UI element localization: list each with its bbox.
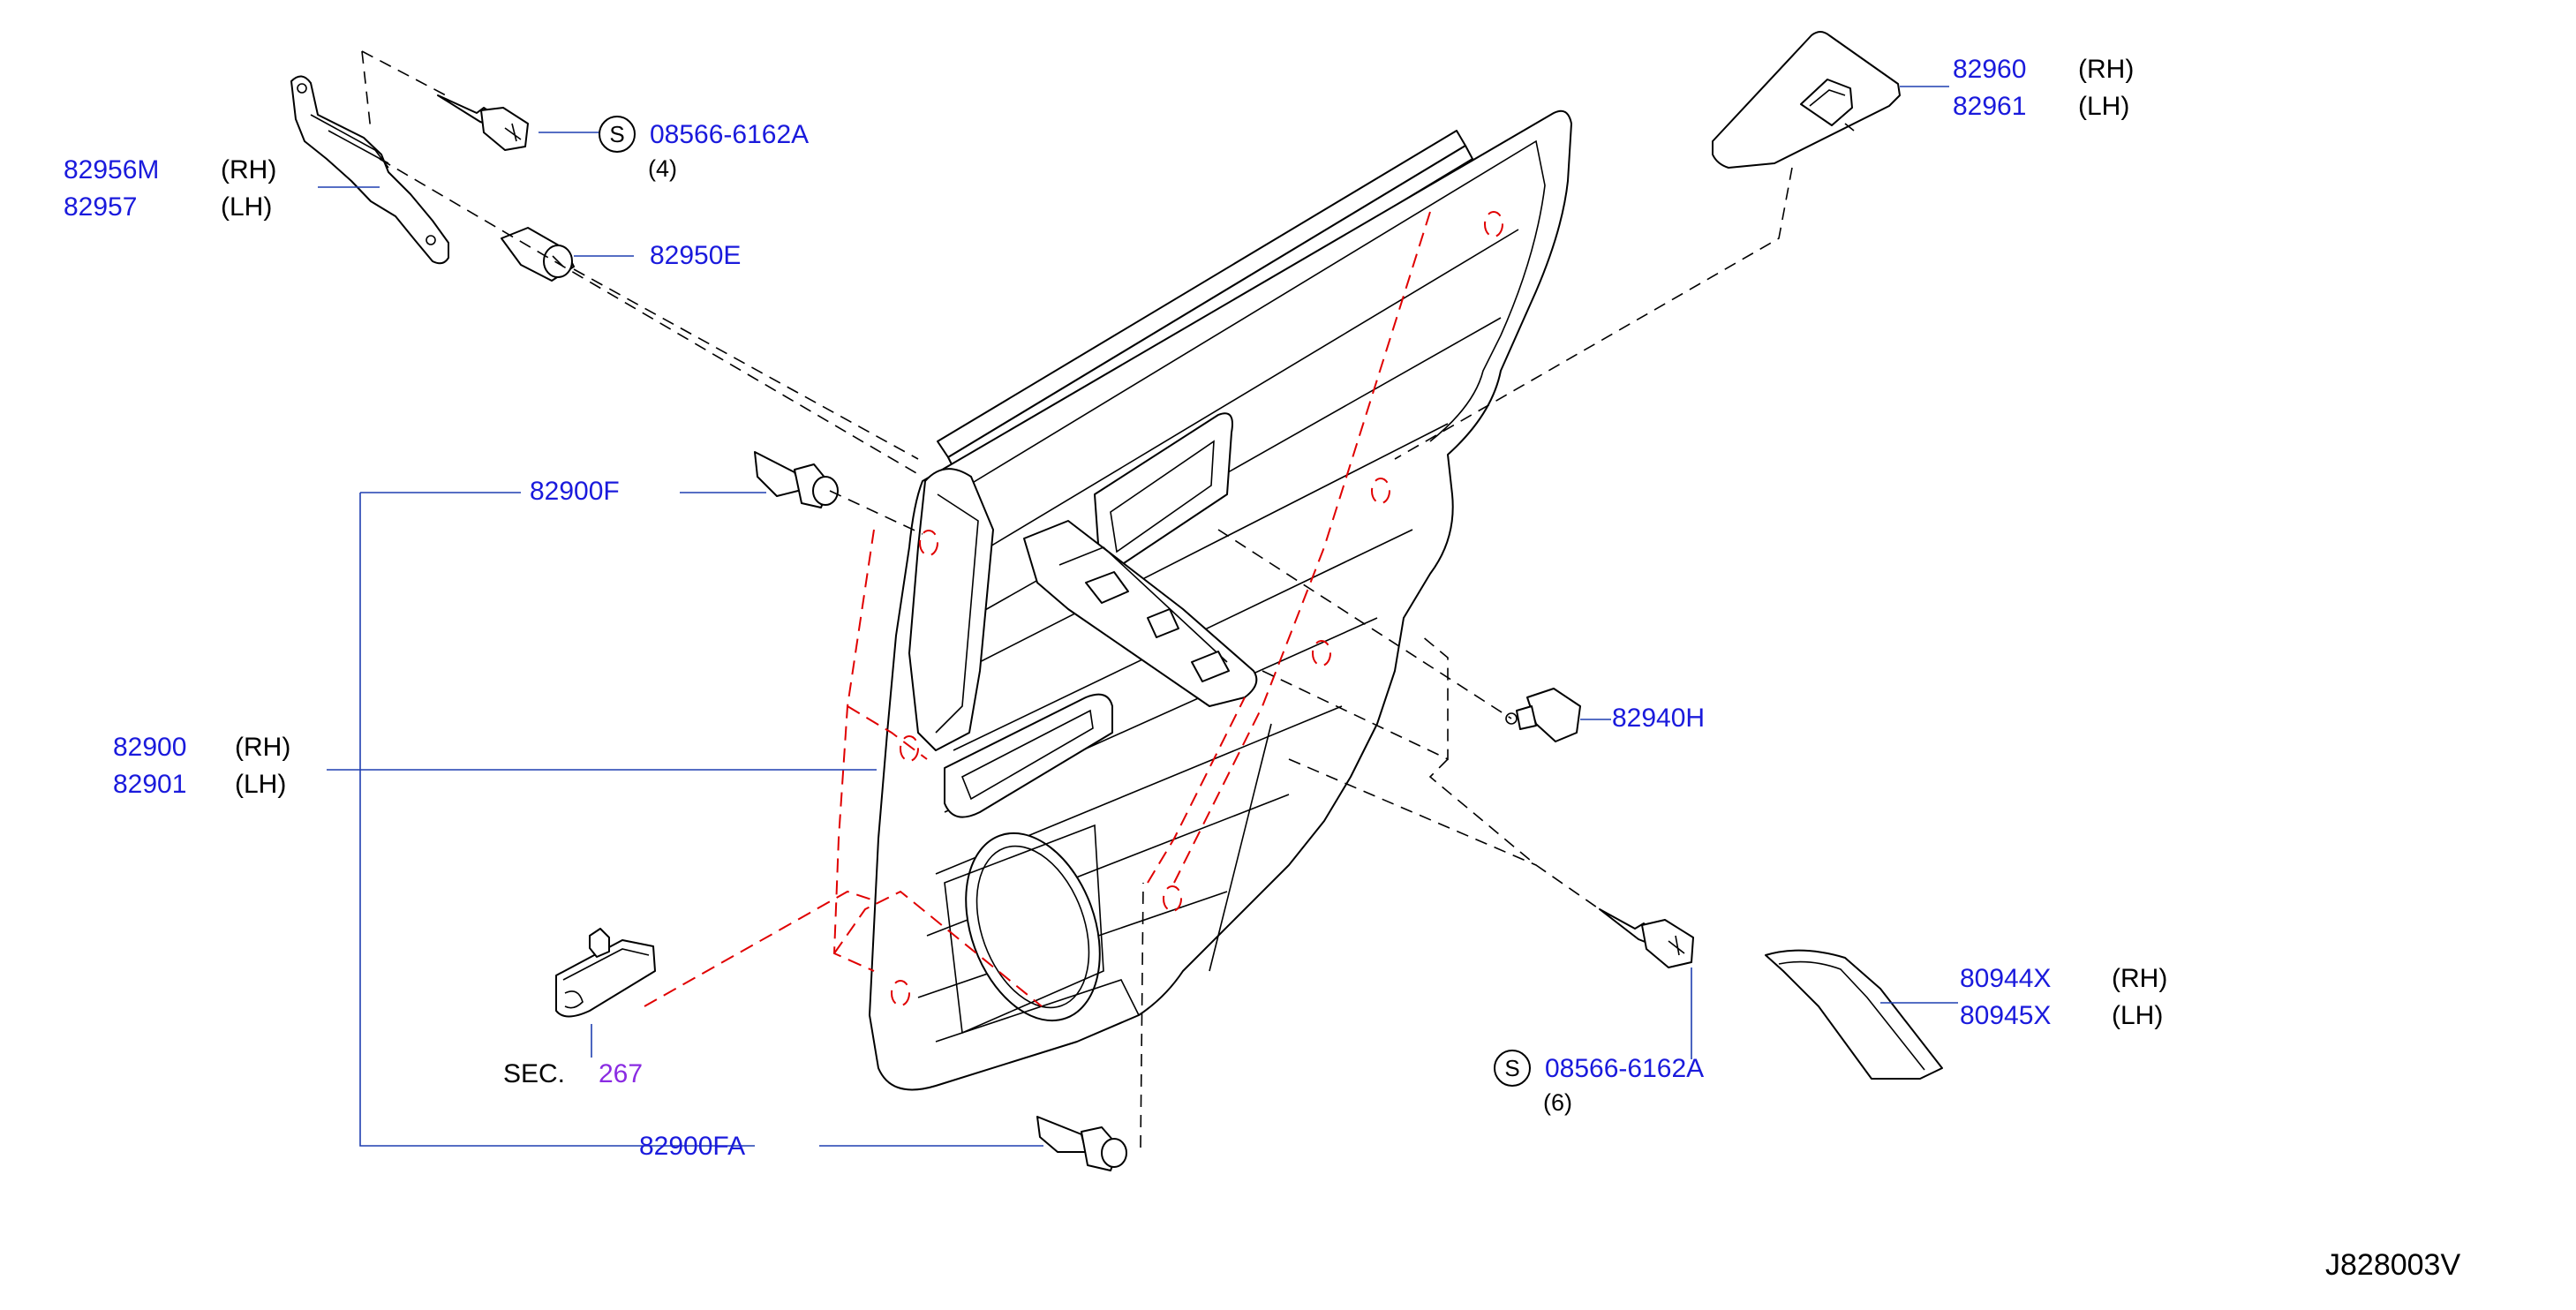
section-label: SEC. — [503, 1059, 566, 1088]
diagram-code: J828003V — [2325, 1248, 2461, 1282]
switch-rh-side: (RH) — [2078, 55, 2135, 84]
door-trim-panel — [644, 109, 1572, 1091]
clip-fa — [1036, 1116, 1127, 1171]
clip-e-part-number: 82950E — [650, 241, 742, 270]
screw-bottom — [1599, 908, 1694, 968]
section-number: 267 — [599, 1059, 644, 1088]
clip-fa-part-number: 82900FA — [639, 1132, 746, 1161]
strip-rh-side: (RH) — [2112, 964, 2168, 993]
clip-f-part-number: 82900F — [530, 477, 620, 506]
screw-top-quantity: (4) — [648, 155, 677, 182]
switch-lh-side: (LH) — [2078, 92, 2130, 121]
strip-lh-side: (LH) — [2112, 1001, 2164, 1030]
trim-lh-side: (LH) — [235, 770, 287, 799]
bracket-lh-side: (LH) — [221, 192, 273, 222]
screw-bottom-quantity: (6) — [1543, 1089, 1572, 1116]
screw-top-part-number: 08566-6162A — [650, 120, 810, 149]
screw-top — [437, 94, 529, 151]
trim-rh-part-number: 82900 — [113, 733, 187, 762]
screw-top-symbol: S — [599, 116, 636, 153]
switch-rh-part-number: 82960 — [1953, 55, 2027, 84]
bracket-part — [290, 75, 449, 265]
clip-f — [754, 451, 839, 508]
finisher-strip — [1765, 949, 1943, 1080]
assembly-lines — [361, 50, 1793, 1148]
leader-lines — [318, 86, 1958, 1147]
bracket-rh-side: (RH) — [221, 155, 277, 184]
switch-lh-part-number: 82961 — [1953, 92, 2027, 121]
window-switch-part — [1712, 31, 1901, 169]
bracket-rh-part-number: 82956M — [64, 155, 160, 184]
trim-lh-part-number: 82901 — [113, 770, 187, 799]
strip-rh-part-number: 80944X — [1960, 964, 2052, 993]
clip-h — [1505, 688, 1581, 742]
screw-bottom-symbol: S — [1494, 1050, 1531, 1087]
strip-lh-part-number: 80945X — [1960, 1001, 2052, 1030]
bracket-lh-part-number: 82957 — [64, 192, 138, 222]
section-267-module — [555, 928, 656, 1018]
trim-rh-side: (RH) — [235, 733, 291, 762]
screw-bottom-part-number: 08566-6162A — [1545, 1054, 1705, 1083]
clip-h-part-number: 82940H — [1612, 704, 1706, 733]
clip-e — [501, 227, 575, 282]
